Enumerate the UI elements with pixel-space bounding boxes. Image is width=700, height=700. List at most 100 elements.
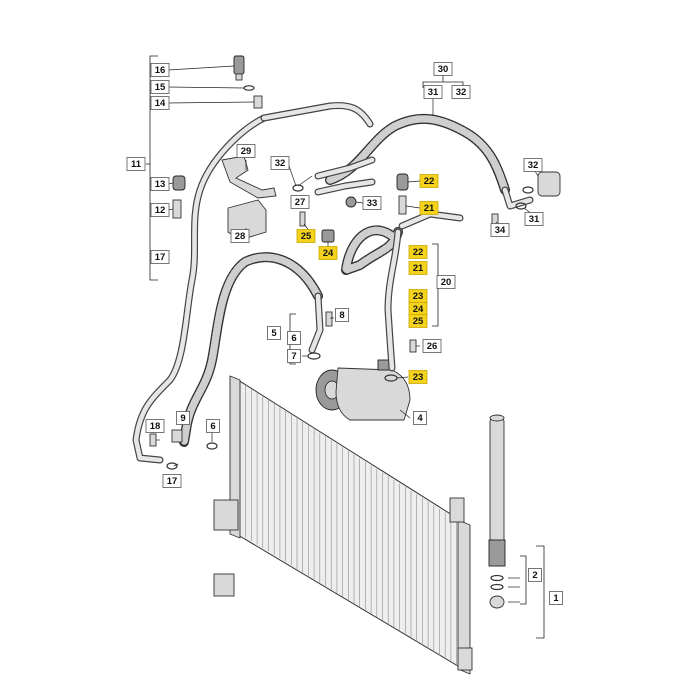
callout-box-21b	[408, 261, 428, 275]
callout-box-26	[422, 339, 442, 353]
callout-number-16: 16	[155, 65, 166, 76]
callout-24b: 24	[408, 302, 428, 316]
callout-22b: 22	[408, 245, 428, 259]
callout-31a: 31	[423, 85, 443, 99]
condenser-side-tank-right	[457, 519, 471, 675]
callout-16: 16	[150, 63, 170, 77]
callout-box-22a	[419, 174, 439, 188]
callout-box-23b	[408, 370, 428, 384]
callout-23b: 23	[408, 370, 428, 384]
dryer-ring-1	[490, 574, 504, 582]
callout-number-5: 5	[271, 328, 277, 339]
callout-number-6b: 6	[210, 421, 215, 432]
callout-14: 14	[150, 96, 170, 110]
callout-23a: 23	[408, 289, 428, 303]
condenser-fins	[239, 382, 469, 673]
callout-21b: 21	[408, 261, 428, 275]
valve-12	[172, 199, 182, 219]
callout-number-22a: 22	[424, 176, 435, 187]
callout-18: 18	[145, 419, 165, 433]
callout-box-8	[335, 308, 349, 322]
callout-25a: 25	[296, 229, 316, 243]
condenser-bracket-lower	[213, 573, 235, 597]
condenser-side-tank-left	[229, 375, 241, 539]
callout-box-16	[150, 63, 170, 77]
compressor	[315, 359, 411, 421]
callout-box-15	[150, 80, 170, 94]
callout-box-32c	[523, 158, 543, 172]
callout-number-7: 7	[291, 351, 296, 362]
callout-27: 27	[290, 195, 310, 209]
callout-box-5	[267, 326, 281, 340]
callout-number-9: 9	[180, 413, 185, 424]
callout-number-2: 2	[532, 570, 537, 581]
dryer-plug	[489, 595, 505, 609]
callout-9: 9	[176, 411, 190, 425]
callout-number-32a: 32	[275, 158, 286, 169]
callout-29: 29	[236, 144, 256, 158]
callout-box-6b	[206, 419, 220, 433]
callout-number-21a: 21	[424, 203, 435, 214]
callout-15: 15	[150, 80, 170, 94]
callout-number-28: 28	[235, 231, 246, 242]
callout-number-12: 12	[155, 205, 166, 216]
callout-13: 13	[150, 177, 170, 191]
callout-32a: 32	[270, 156, 290, 170]
callout-number-25a: 25	[301, 231, 312, 242]
callout-box-29	[236, 144, 256, 158]
compressor-body	[335, 367, 411, 421]
condenser-assembly	[213, 375, 473, 675]
callout-11: 11	[126, 157, 146, 171]
callout-box-21a	[419, 201, 439, 215]
callout-number-8: 8	[339, 310, 344, 321]
callout-17a: 17	[150, 250, 170, 264]
pressure-sensor-16	[233, 55, 245, 75]
callout-box-2	[528, 568, 542, 582]
callout-number-29: 29	[241, 146, 252, 157]
dryer-base	[488, 539, 506, 567]
callout-32b: 32	[451, 85, 471, 99]
callout-7: 7	[287, 349, 301, 363]
small-parts	[149, 55, 561, 470]
o-ring-15	[243, 85, 255, 91]
callout-28: 28	[230, 229, 250, 243]
callout-number-24b: 24	[413, 304, 424, 315]
callout-number-33: 33	[367, 198, 378, 209]
condenser-bracket-upper	[213, 499, 239, 531]
callout-box-17a	[150, 250, 170, 264]
valve-14	[253, 95, 263, 109]
dryer-cartridge	[488, 414, 506, 609]
callout-box-11	[126, 157, 146, 171]
callout-30: 30	[433, 62, 453, 76]
callout-number-22b: 22	[413, 247, 424, 258]
callout-number-31a: 31	[428, 87, 439, 98]
callout-number-14: 14	[155, 98, 166, 109]
callout-box-32a	[270, 156, 290, 170]
callout-box-33	[362, 196, 382, 210]
callout-number-32b: 32	[456, 87, 467, 98]
callout-box-17b	[162, 474, 182, 488]
callout-2: 2	[528, 568, 542, 582]
callout-box-25a	[296, 229, 316, 243]
bracket-29	[221, 155, 277, 199]
callout-number-17a: 17	[155, 252, 166, 263]
callout-box-28	[230, 229, 250, 243]
callout-21a: 21	[419, 201, 439, 215]
pipes	[132, 102, 534, 464]
callout-8: 8	[335, 308, 349, 322]
callout-22a: 22	[419, 174, 439, 188]
callout-number-18: 18	[150, 421, 161, 432]
callout-box-9	[176, 411, 190, 425]
callout-number-25b: 25	[413, 316, 424, 327]
condenser-right-mount	[449, 497, 465, 523]
callout-box-7	[287, 349, 301, 363]
callout-box-22b	[408, 245, 428, 259]
callout-box-1	[549, 591, 563, 605]
callout-number-23a: 23	[413, 291, 424, 302]
callout-box-30	[433, 62, 453, 76]
callout-number-13: 13	[155, 179, 166, 190]
callout-4: 4	[413, 411, 427, 425]
callout-17b: 17	[162, 474, 182, 488]
callout-box-34	[490, 223, 510, 237]
callout-number-4: 4	[417, 413, 423, 424]
